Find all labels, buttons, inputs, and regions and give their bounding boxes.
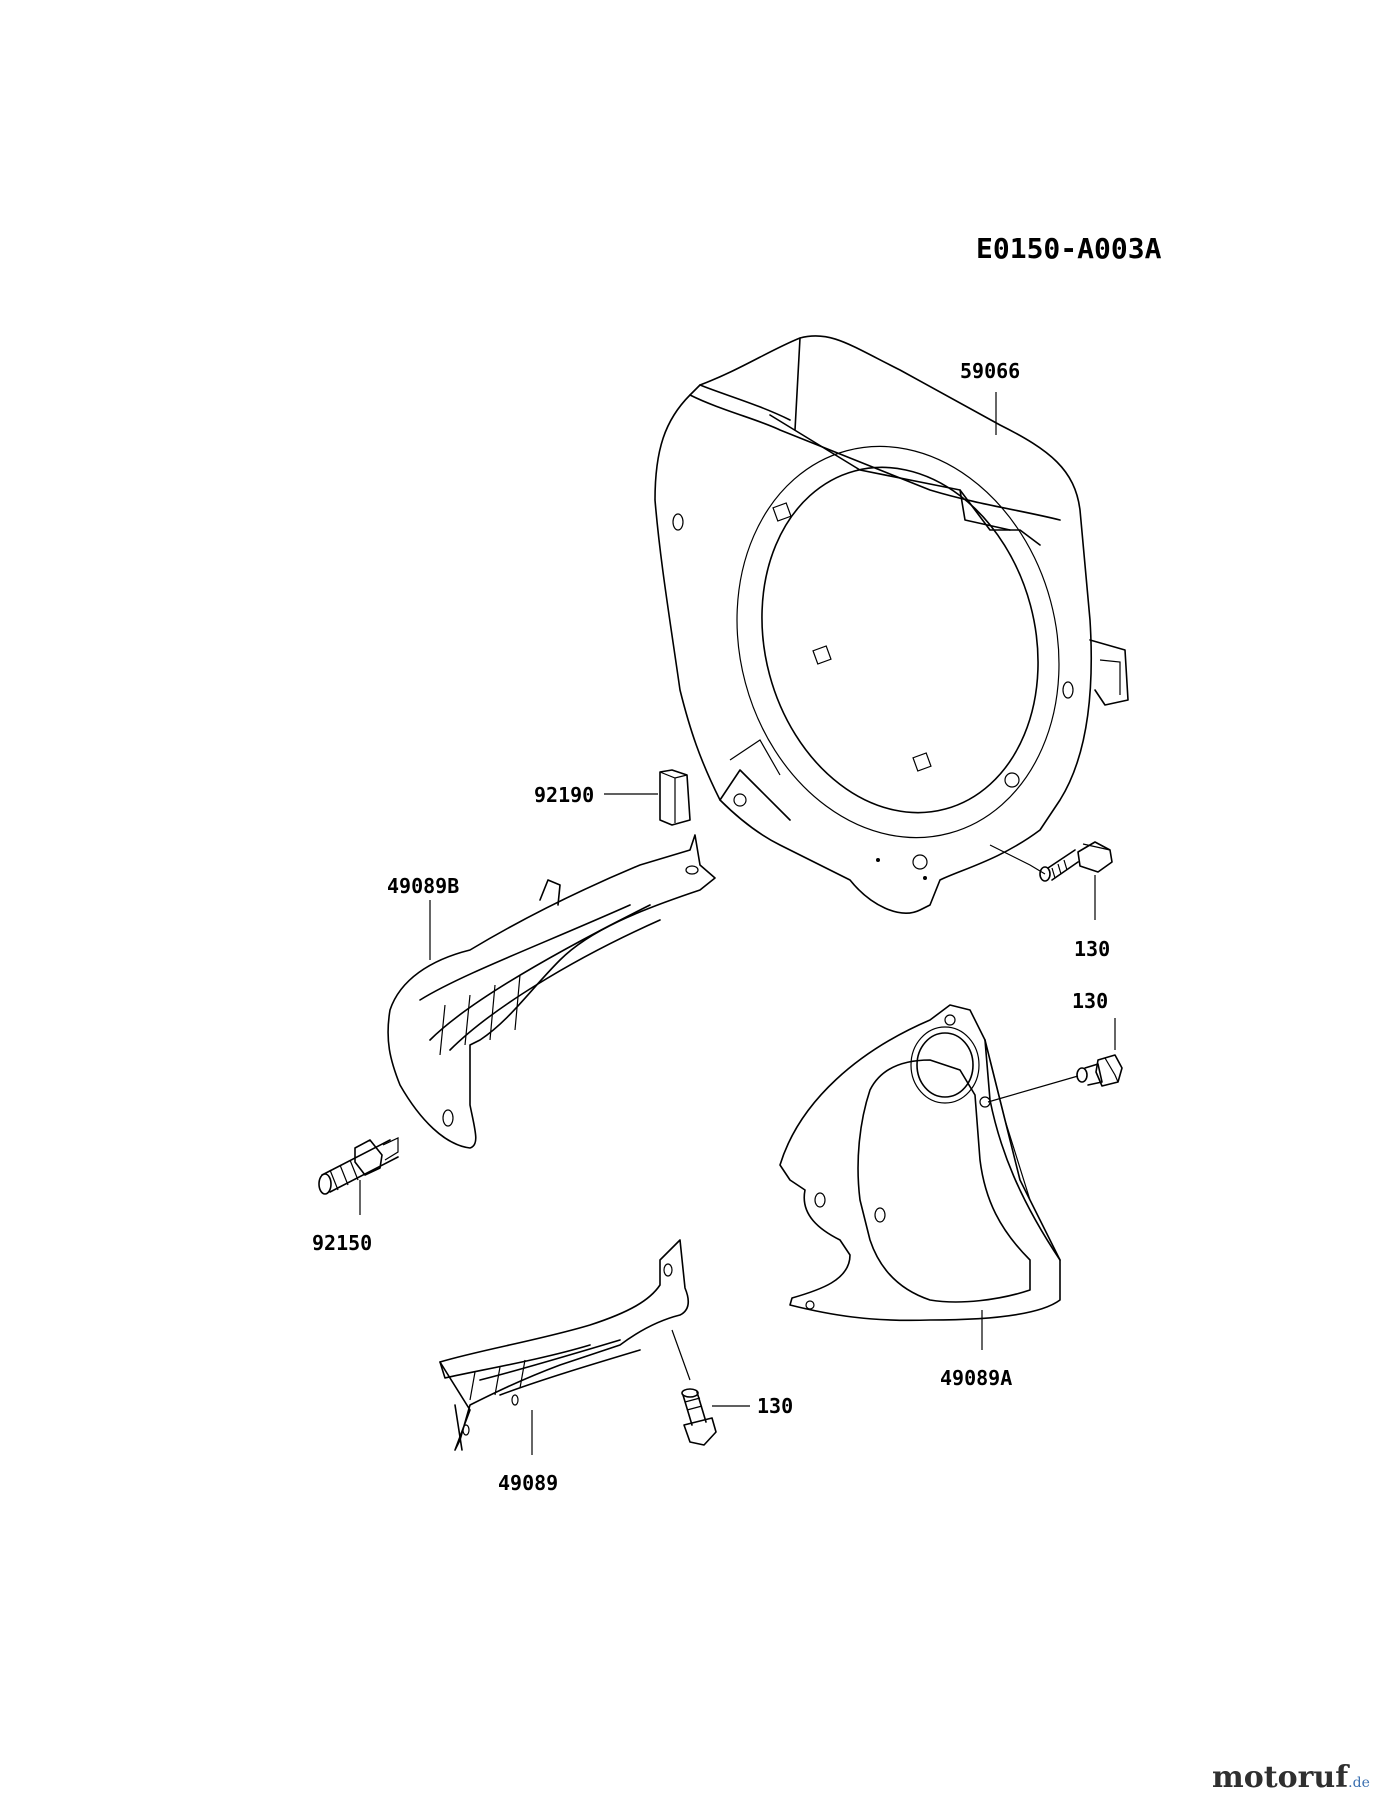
label-92150: 92150	[312, 1231, 372, 1255]
part-130-bolt-c	[681, 1388, 750, 1446]
label-49089A: 49089A	[940, 1366, 1012, 1390]
part-49089A-baffle	[779, 1004, 1061, 1350]
part-49089B-baffle	[387, 834, 716, 1149]
part-49089-baffle	[439, 1239, 691, 1455]
label-130-c: 130	[757, 1394, 793, 1418]
label-130-a: 130	[1074, 937, 1110, 961]
part-59066-fan-housing	[654, 335, 1129, 914]
label-130-b: 130	[1072, 989, 1108, 1013]
watermark-tld: .de	[1348, 1775, 1370, 1791]
part-92150-stud	[318, 1137, 399, 1215]
diagram-code: E0150-A003A	[976, 232, 1162, 265]
part-130-bolt-b	[987, 1018, 1123, 1103]
label-49089B: 49089B	[387, 874, 459, 898]
part-130-bolt-a	[989, 841, 1113, 920]
label-92190: 92190	[534, 783, 594, 807]
watermark-main: motoruf	[1212, 1760, 1349, 1795]
label-49089: 49089	[498, 1471, 558, 1495]
watermark: motoruf.de	[1212, 1760, 1370, 1795]
part-92190-spacer	[604, 769, 691, 826]
label-59066: 59066	[960, 359, 1020, 383]
